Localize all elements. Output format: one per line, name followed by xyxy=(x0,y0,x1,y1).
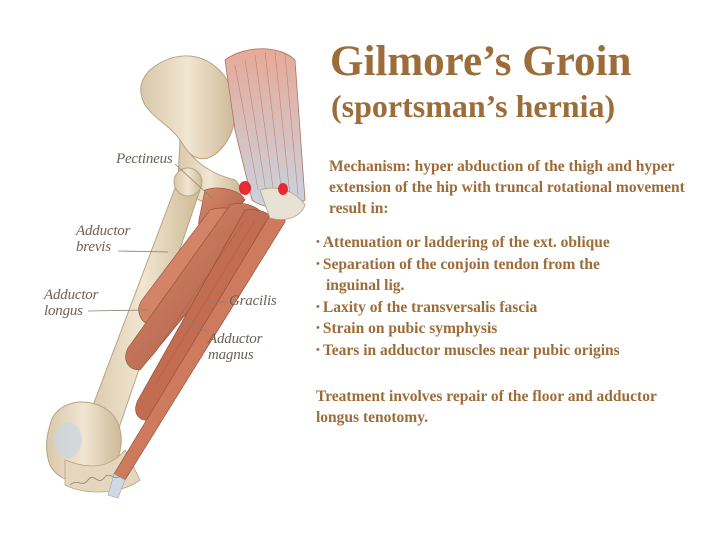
list-item: •Strain on pubic symphysis xyxy=(316,318,716,340)
list-item-continuation: inguinal lig. xyxy=(326,277,405,295)
bullet-dot-icon: • xyxy=(316,236,320,248)
bullet-dot-icon: • xyxy=(316,300,320,313)
injury-highlight-right xyxy=(278,183,288,195)
label-adductor-magnus-line1: Adductor xyxy=(208,331,263,347)
pelvis-bone xyxy=(140,55,236,160)
bullet-dot-icon: • xyxy=(316,322,320,335)
label-adductor-longus-line2: longus xyxy=(44,303,83,319)
slide-title: Gilmore’s Groin xyxy=(330,38,632,85)
list-item-text: Laxity of the transversalis fascia xyxy=(322,298,538,316)
label-adductor-magnus-line2: magnus xyxy=(208,347,254,363)
treatment-paragraph: Treatment involves repair of the floor a… xyxy=(316,388,657,426)
list-item: •Laxity of the transversalis fascia xyxy=(316,297,716,319)
label-gracilis: Gracilis xyxy=(229,293,277,309)
pubic-tendons xyxy=(259,187,306,220)
list-item-text: Strain on pubic symphysis xyxy=(322,320,498,338)
list-item: •Tears in adductor muscles near pubic or… xyxy=(316,340,716,362)
bullet-dot-icon: • xyxy=(316,257,320,270)
list-item-text: Tears in adductor muscles near pubic ori… xyxy=(322,341,620,359)
injury-highlight-left xyxy=(239,181,251,195)
thigh-muscles-drawing xyxy=(46,48,306,499)
mechanism-paragraph: Mechanism: hyper abduction of the thigh … xyxy=(329,158,685,217)
label-adductor-brevis-line2: brevis xyxy=(76,239,111,255)
anatomy-illustration: Pectineus Adductor brevis Adductor longu… xyxy=(30,40,320,500)
artist-signature xyxy=(69,474,121,486)
label-pectineus: Pectineus xyxy=(116,151,173,167)
list-item-text: Attenuation or laddering of the ext. obl… xyxy=(322,234,610,251)
label-adductor-brevis-line1: Adductor xyxy=(76,223,131,239)
list-item: •Separation of the conjoin tendon from t… xyxy=(316,254,716,297)
slide-subtitle: (sportsman’s hernia) xyxy=(331,88,616,124)
list-item: •Attenuation or laddering of the ext. ob… xyxy=(316,232,716,254)
list-item-text: Separation of the conjoin tendon from th… xyxy=(322,255,600,273)
bullet-dot-icon: • xyxy=(316,343,320,356)
label-adductor-longus-line1: Adductor xyxy=(44,287,99,303)
effects-list: •Attenuation or laddering of the ext. ob… xyxy=(316,232,716,362)
